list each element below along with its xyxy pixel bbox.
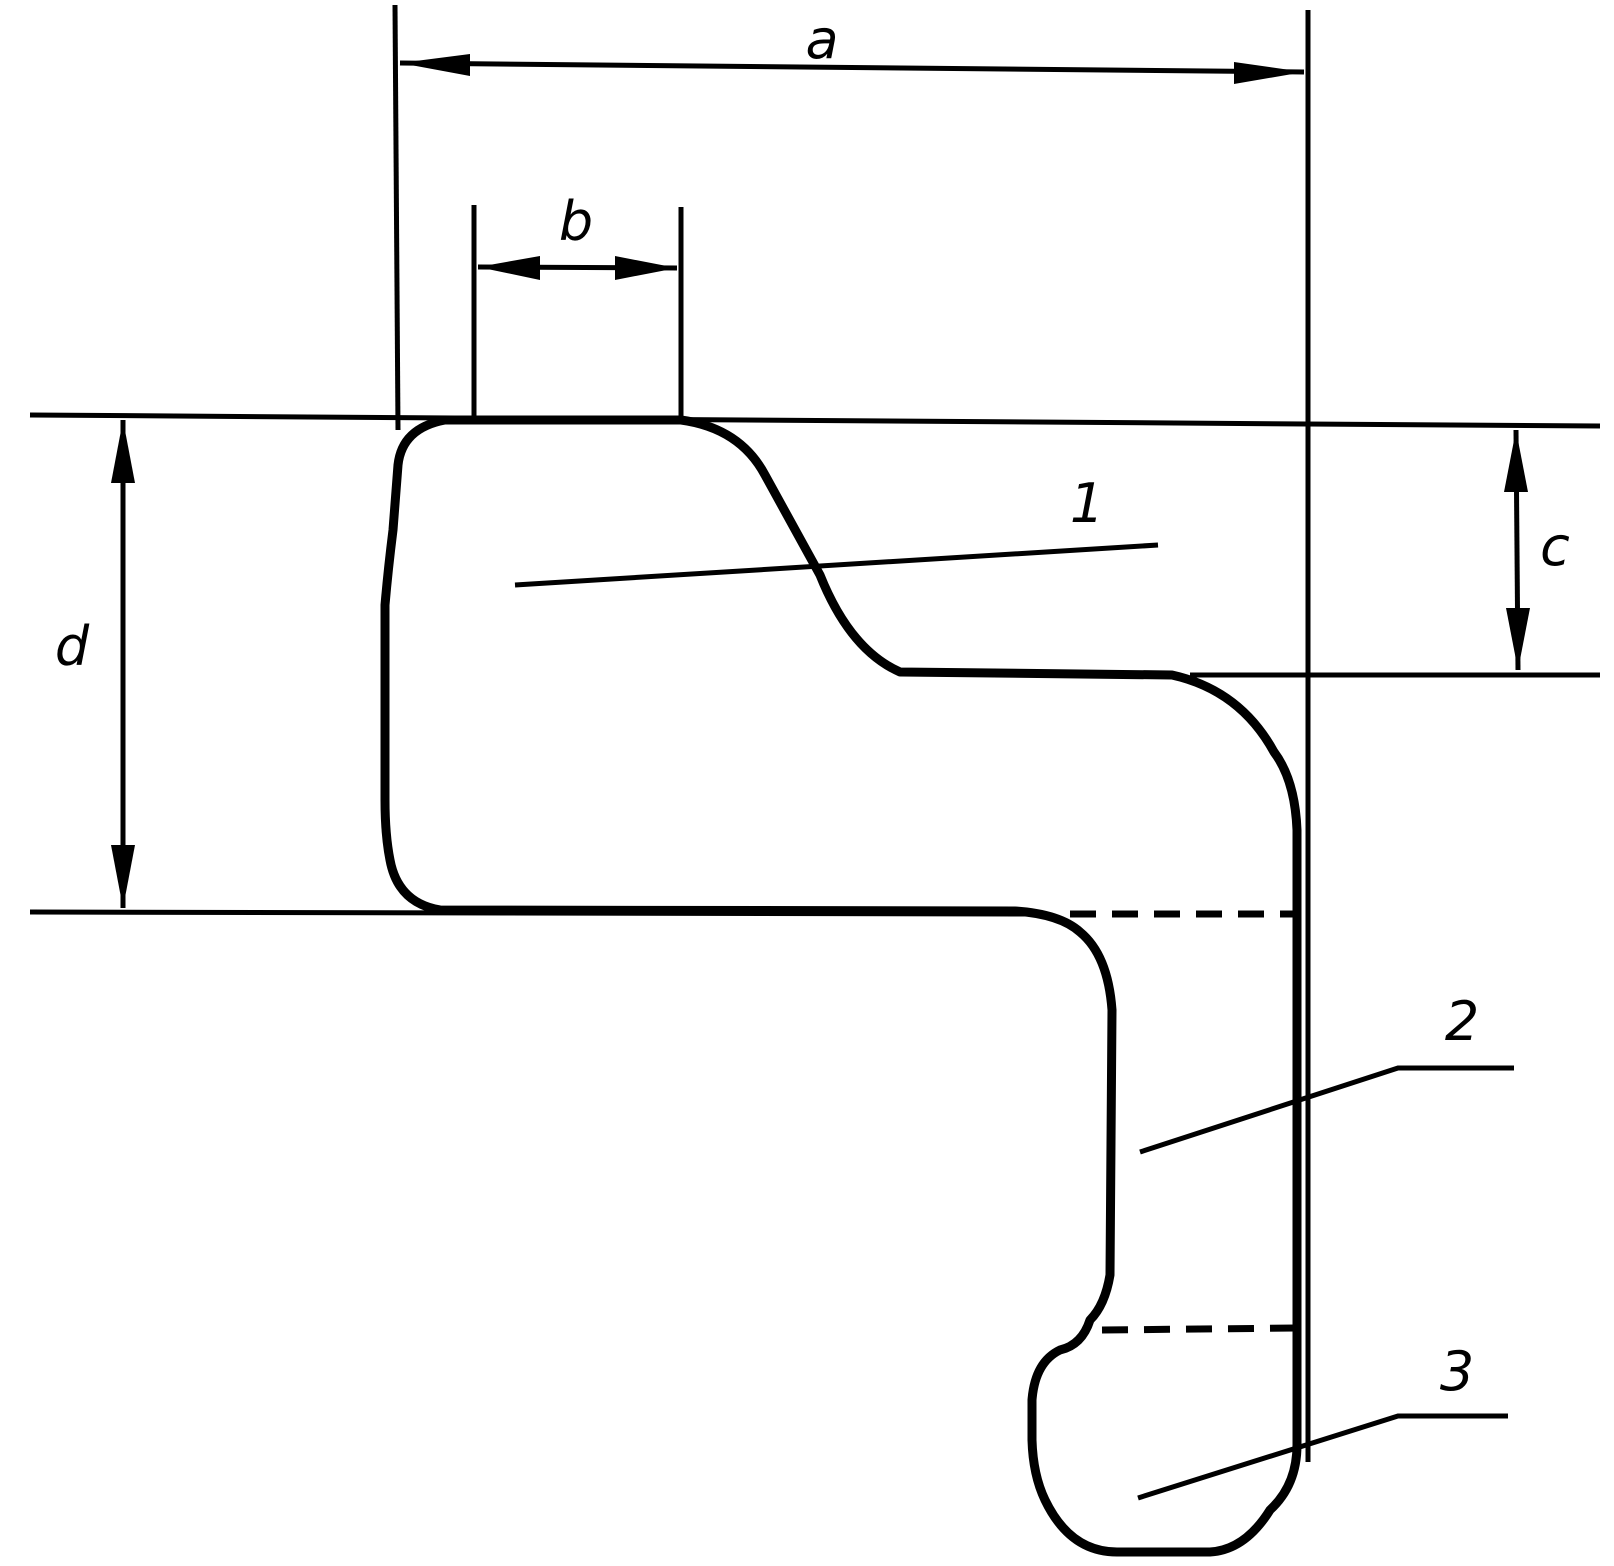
dimension-line-a xyxy=(399,60,1305,75)
rail-profile-outline xyxy=(380,415,1302,1557)
part-label-3: 3 xyxy=(1440,1340,1474,1403)
leader-line-part-3 xyxy=(1137,1413,1508,1501)
arrow-a-left xyxy=(400,54,470,76)
arrow-c-top xyxy=(1504,430,1528,492)
leader-line-part-2 xyxy=(1139,1065,1514,1155)
arrow-d-bottom xyxy=(111,845,135,908)
extension-line-left xyxy=(392,4,401,431)
part-label-2: 2 xyxy=(1445,990,1479,1053)
leader-line-part-1 xyxy=(514,542,1159,588)
dimension-label-a: a xyxy=(805,8,838,71)
reference-line-top xyxy=(29,412,1601,429)
arrow-b-right xyxy=(615,256,677,280)
dimension-label-d: d xyxy=(55,615,90,678)
arrow-c-bottom xyxy=(1506,608,1530,670)
dimension-label-b: b xyxy=(559,190,593,253)
arrow-a-right xyxy=(1234,62,1304,84)
arrow-d-top xyxy=(111,420,135,483)
dimension-label-c: c xyxy=(1540,515,1570,578)
part-label-1: 1 xyxy=(1070,472,1104,535)
section-boundary-web-foot xyxy=(1101,1324,1298,1334)
arrow-b-left xyxy=(478,256,540,280)
